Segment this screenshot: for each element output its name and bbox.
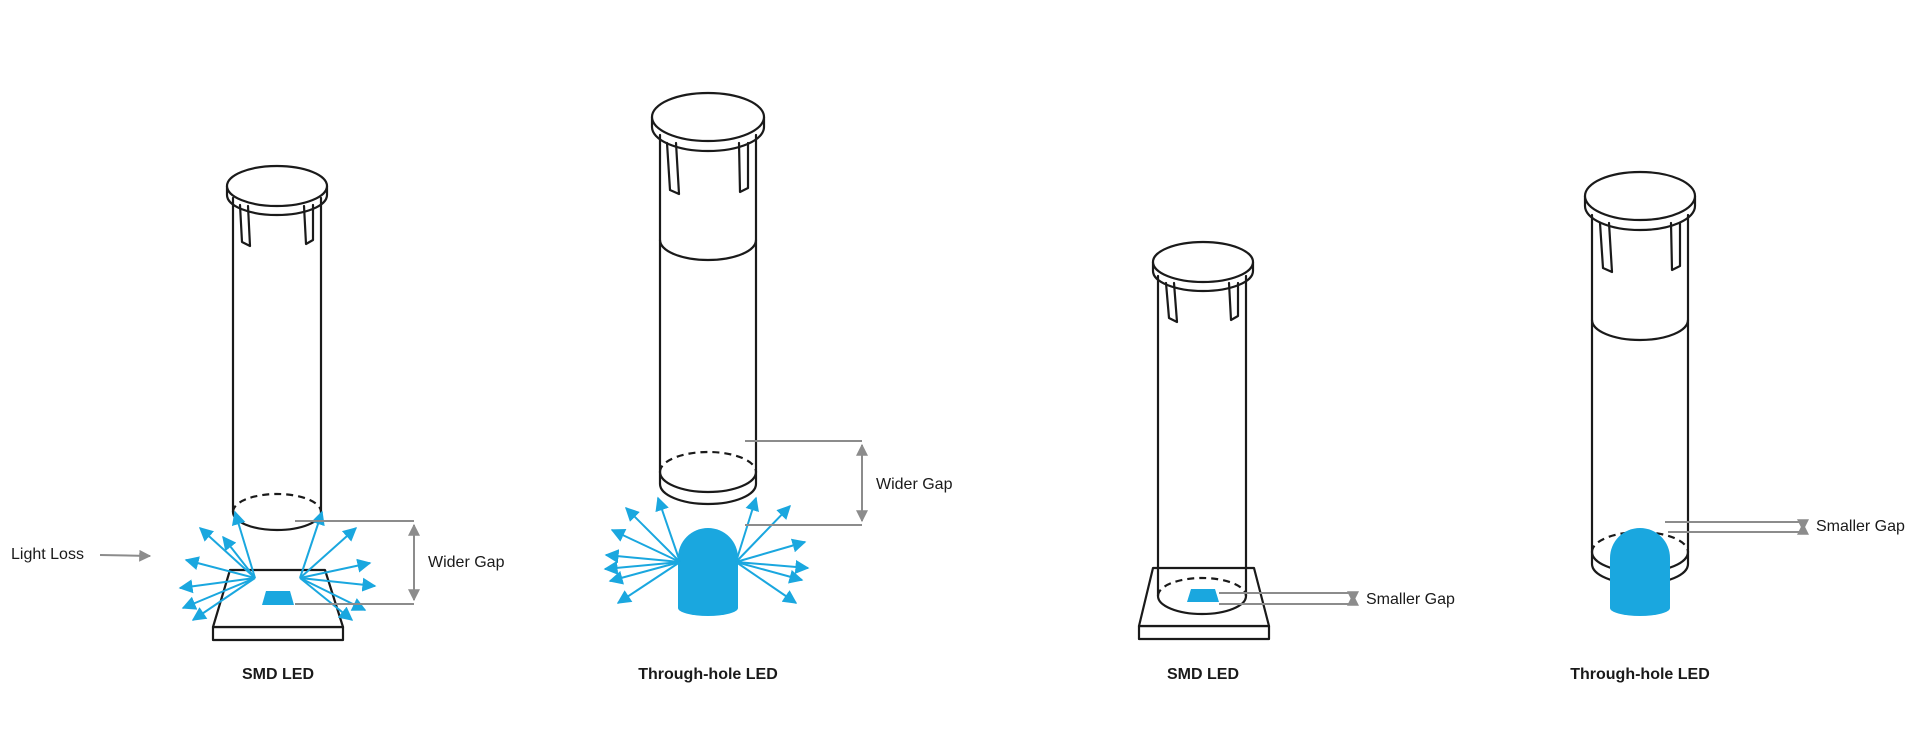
led-chip (262, 591, 294, 605)
smaller-gap-label: Smaller Gap (1366, 591, 1455, 608)
light-rays (603, 496, 810, 604)
caption-smd-led: SMD LED (242, 666, 314, 683)
figure-smd-smaller-gap: Smaller Gap SMD LED (1137, 240, 1455, 683)
through-hole-led (678, 528, 738, 616)
light-pipe (1583, 170, 1697, 586)
light-rays (178, 510, 377, 621)
light-pipe (225, 164, 329, 532)
caption-through-hole-led: Through-hole LED (1570, 666, 1710, 683)
gap-dimension: Smaller Gap (1665, 518, 1905, 535)
light-loss-callout: Light Loss (11, 546, 152, 563)
smaller-gap-label: Smaller Gap (1816, 518, 1905, 535)
gap-dimension: Smaller Gap (1219, 591, 1455, 608)
wider-gap-label: Wider Gap (428, 554, 505, 571)
figure-through-hole-wider-gap: Wider Gap Through-hole LED (603, 91, 953, 683)
light-loss-label: Light Loss (11, 546, 84, 563)
through-hole-led (1610, 528, 1670, 616)
wider-gap-label: Wider Gap (876, 476, 953, 493)
gap-dimension: Wider Gap (295, 520, 505, 605)
light-pipe (1151, 240, 1255, 616)
figure-through-hole-smaller-gap: Smaller Gap Through-hole LED (1570, 170, 1905, 683)
light-pipe (650, 91, 766, 506)
led-chip (1187, 589, 1219, 602)
smd-led-package (1137, 566, 1271, 641)
gap-dimension: Wider Gap (745, 440, 953, 526)
figure-smd-wider-gap: Light Loss Wider Gap SMD LED (11, 164, 505, 683)
caption-smd-led: SMD LED (1167, 666, 1239, 683)
caption-through-hole-led: Through-hole LED (638, 666, 778, 683)
